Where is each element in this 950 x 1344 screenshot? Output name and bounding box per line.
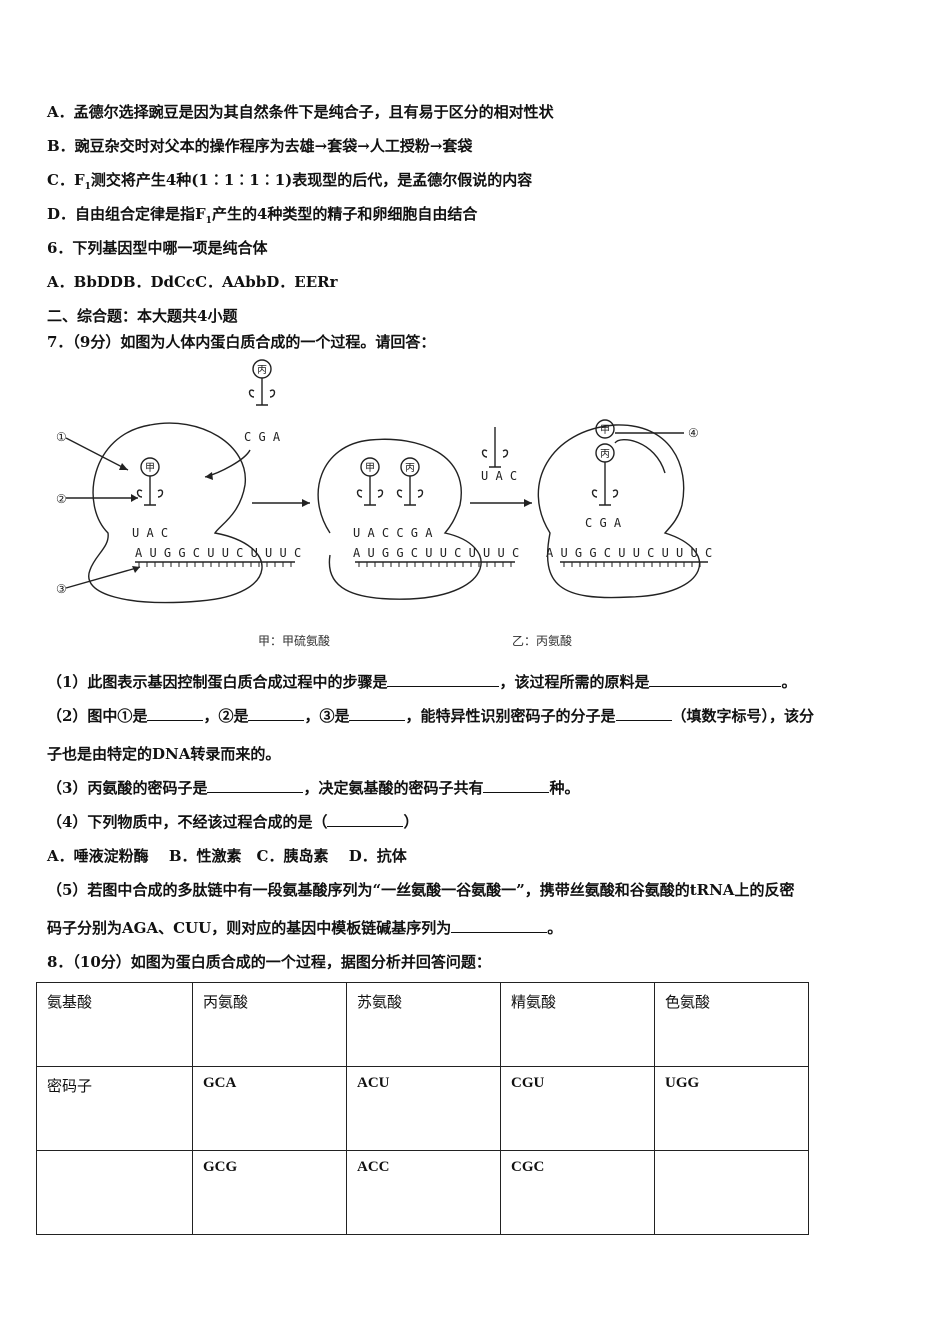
q8-stem: 8．（10分）如图为蛋白质合成的一个过程，据图分析并回答问题： xyxy=(47,953,491,971)
q7-p1b: ，该过程所需的原料是 xyxy=(499,673,650,691)
anticodon-uac-1: U A C xyxy=(132,526,168,540)
table-cell: GCA xyxy=(192,1066,347,1151)
anticodon-uac-free: U A C xyxy=(481,469,517,483)
q7-stem: 7．（9分）如图为人体内蛋白质合成的一个过程。请回答： xyxy=(47,333,436,351)
q7-p5c: 。 xyxy=(547,919,563,937)
label-jia-1: 甲 xyxy=(145,463,155,474)
option-d: D．自由组合定律是指F1产生的4种类型的精子和卵细胞自由结合 xyxy=(47,204,477,231)
q7-p1a: （1）此图表示基因控制蛋白质合成过程中的步骤是 xyxy=(47,673,388,691)
table-cell: GCG xyxy=(192,1150,347,1235)
q7-part2-cont: 子也是由特定的DNA转录而来的。 xyxy=(47,745,281,763)
answer-blank[interactable] xyxy=(248,706,305,721)
q7-p3a: （3）丙氨酸的密码子是 xyxy=(47,779,208,797)
option-c-pre: C．F xyxy=(47,171,85,189)
q7-p4b: ） xyxy=(403,813,419,831)
option-b: B．豌豆杂交时对父本的操作程序为去雄→套袋→人工授粉→套袋 xyxy=(47,137,473,155)
ribosome-2 xyxy=(317,438,482,600)
table-cell: 丙氨酸 xyxy=(192,982,347,1067)
anticodon-cga-3: C G A xyxy=(585,516,622,530)
option-c-sub: 1 xyxy=(84,182,91,192)
table-cell: 精氨酸 xyxy=(500,982,655,1067)
trna-icon-jia-1 xyxy=(136,457,164,506)
answer-blank[interactable] xyxy=(349,706,406,721)
answer-blank[interactable] xyxy=(615,706,672,721)
q7-part5: （5）若图中合成的多肽链中有一段氨基酸序列为“一丝氨酸一谷氨酸一”，携带丝氨酸和… xyxy=(47,881,795,899)
table-cell: 色氨酸 xyxy=(654,982,809,1067)
label-jia-2: 甲 xyxy=(365,463,375,474)
table-row: 密码子 GCA ACU CGU UGG xyxy=(36,1066,809,1151)
q7-p1c: 。 xyxy=(781,673,797,691)
q7-p2b: ，②是 xyxy=(203,707,249,725)
table-cell: 密码子 xyxy=(36,1066,193,1151)
q7-part1: （1）此图表示基因控制蛋白质合成过程中的步骤是 ，该过程所需的原料是 。 xyxy=(47,672,796,692)
option-d-post: 产生的4种类型的精子和卵细胞自由结合 xyxy=(211,205,478,223)
q7-p2c: ，③是 xyxy=(304,707,350,725)
protein-synthesis-diagram: 丙 甲 甲 丙 甲 丙 ① ② ③ ④ C G A U A C U A C C … xyxy=(56,359,712,648)
q7-p2e: （填数字标号），该分 xyxy=(671,707,815,725)
q7-p5b: 码子分别为AGA、CUU，则对应的基因中模板链碱基序列为 xyxy=(47,919,452,937)
anticodon-uaccga: U A C C G A xyxy=(353,526,433,540)
label-jia-3: 甲 xyxy=(600,425,610,436)
q7-p3c: 种。 xyxy=(549,779,580,797)
legend-jia: 甲：甲硫氨酸 xyxy=(258,633,330,648)
table-cell: UGG xyxy=(654,1066,809,1151)
q7-part2: （2）图中①是 ，②是 ，③是 ，能特异性识别密码子的分子是 （填数字标号），该分 xyxy=(47,706,814,726)
label-2: ② xyxy=(56,492,67,506)
ribosome-3 xyxy=(537,424,701,599)
legend-yi: 乙：丙氨酸 xyxy=(512,633,572,648)
q7-p4a: （4）下列物质中，不经该过程合成的是（ xyxy=(47,813,328,831)
mrna-seq-2: A U G G C U U C U U U C xyxy=(353,546,519,560)
answer-blank[interactable] xyxy=(649,672,782,687)
table-row: 氨基酸 丙氨酸 苏氨酸 精氨酸 色氨酸 xyxy=(36,982,809,1067)
q7-part4: （4）下列物质中，不经该过程合成的是（ ） xyxy=(47,812,418,832)
table-cell xyxy=(36,1150,193,1235)
q7-part4-options: A．唾液淀粉酶 B．性激素 C．胰岛素 D．抗体 xyxy=(47,847,407,865)
label-bing-1: 丙 xyxy=(257,365,267,376)
answer-blank[interactable] xyxy=(147,706,204,721)
ribosome-1 xyxy=(88,422,263,604)
label-1: ① xyxy=(56,430,67,444)
q7-p2a: （2）图中①是 xyxy=(47,707,148,725)
answer-blank[interactable] xyxy=(483,778,550,793)
q7-p2d: ，能特异性识别密码子的分子是 xyxy=(405,707,616,725)
option-c-post: 测交将产生4种(1︰1︰1︰1)表现型的后代，是孟德尔假说的内容 xyxy=(90,171,533,189)
mrna-seq-3: A U G G C U U C U U U C xyxy=(546,546,712,560)
table-cell xyxy=(654,1150,809,1235)
codon-table: 氨基酸 丙氨酸 苏氨酸 精氨酸 色氨酸 密码子 GCA ACU CGU UGG … xyxy=(36,982,809,1235)
answer-blank[interactable] xyxy=(207,778,304,793)
table-row: GCG ACC CGC xyxy=(36,1150,809,1235)
label-bing-3: 丙 xyxy=(600,449,610,460)
table-cell: 苏氨酸 xyxy=(346,982,501,1067)
trna-icon-bing-2 xyxy=(396,457,424,506)
option-a: A．孟德尔选择豌豆是因为其自然条件下是纯合子，且有易于区分的相对性状 xyxy=(47,103,554,121)
q7-part3: （3）丙氨酸的密码子是 ，决定氨基酸的密码子共有 种。 xyxy=(47,778,579,798)
q6-options: A．BbDDB．DdCcC．AAbbD．EERr xyxy=(47,273,338,291)
option-d-pre: D．自由组合定律是指F xyxy=(47,205,206,223)
answer-blank[interactable] xyxy=(387,672,500,687)
option-c: C．F1测交将产生4种(1︰1︰1︰1)表现型的后代，是孟德尔假说的内容 xyxy=(47,170,532,197)
q7-part5-cont: 码子分别为AGA、CUU，则对应的基因中模板链碱基序列为 。 xyxy=(47,918,562,938)
option-d-sub: 1 xyxy=(205,216,212,226)
trna-icon-free xyxy=(481,427,509,468)
label-3: ③ xyxy=(56,582,67,596)
table-cell: CGC xyxy=(500,1150,655,1235)
q6-stem: 6．下列基因型中哪一项是纯合体 xyxy=(47,239,268,257)
section-heading: 二、综合题：本大题共4小题 xyxy=(47,307,238,325)
table-cell: ACC xyxy=(346,1150,501,1235)
trna-icon-bing-top xyxy=(248,359,276,406)
q7-p3b: ，决定氨基酸的密码子共有 xyxy=(303,779,484,797)
table-cell: 氨基酸 xyxy=(36,982,193,1067)
table-cell: CGU xyxy=(500,1066,655,1151)
label-bing-2: 丙 xyxy=(405,463,415,474)
answer-blank[interactable] xyxy=(451,918,548,933)
trna-icon-jia-2 xyxy=(356,457,384,506)
label-4: ④ xyxy=(688,426,699,440)
codon-cga-top: C G A xyxy=(244,430,281,444)
mrna-seq-1: A U G G C U U C U U U C xyxy=(135,546,301,560)
answer-blank[interactable] xyxy=(327,812,404,827)
trna-icon-jia-bing-3 xyxy=(591,419,619,506)
table-cell: ACU xyxy=(346,1066,501,1151)
